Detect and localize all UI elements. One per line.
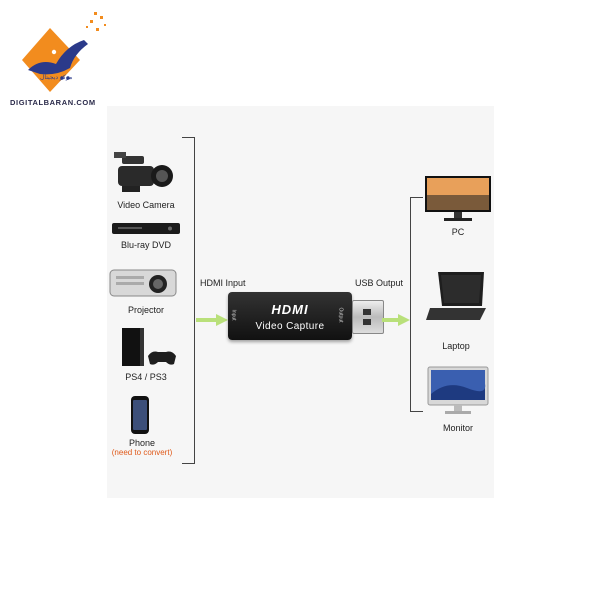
- device-output-side: Output: [337, 307, 344, 323]
- hdmi-input-label: HDMI Input: [200, 278, 246, 288]
- input-label-video-camera: Video Camera: [117, 200, 175, 210]
- device-input-side: Input: [230, 309, 237, 321]
- brand-logo: مرکز دیجیتال: [10, 10, 110, 95]
- device-name: Video Capture: [255, 321, 325, 332]
- input-label-bluray: Blu-ray DVD: [120, 240, 171, 250]
- usb-output-label: USB Output: [355, 278, 404, 288]
- output-arrow: [382, 313, 410, 331]
- input-arrow: [196, 313, 228, 331]
- baran-logo-icon: [22, 12, 106, 92]
- input-label-projector: Projector: [127, 305, 164, 315]
- output-label-pc: PC: [451, 227, 465, 237]
- game-console-icon: [118, 326, 178, 373]
- logo-caption: مرکز دیجیتال: [40, 75, 73, 81]
- video-capture-device: [228, 292, 352, 340]
- site-name: DIGITALBARAN.COM: [10, 98, 96, 107]
- input-note-phone: (need to convert): [111, 448, 173, 457]
- output-label-monitor: Monitor: [442, 423, 473, 433]
- input-label-phone: Phone: [128, 438, 156, 448]
- laptop-icon: [426, 270, 490, 331]
- projector-icon: [108, 264, 180, 307]
- input-label-console: PS4 / PS3: [125, 372, 167, 382]
- hdmi-logo: HDMI: [271, 302, 309, 317]
- output-label-laptop: Laptop: [442, 341, 470, 351]
- usb-plug: [352, 300, 384, 334]
- phone-icon: [130, 395, 150, 440]
- monitor-icon: [427, 366, 489, 421]
- video-camera-icon: [112, 148, 182, 201]
- bluray-player-icon: [110, 220, 182, 243]
- pc-monitor-icon: [424, 175, 492, 228]
- output-bracket: [410, 197, 423, 412]
- input-bracket: [182, 137, 195, 464]
